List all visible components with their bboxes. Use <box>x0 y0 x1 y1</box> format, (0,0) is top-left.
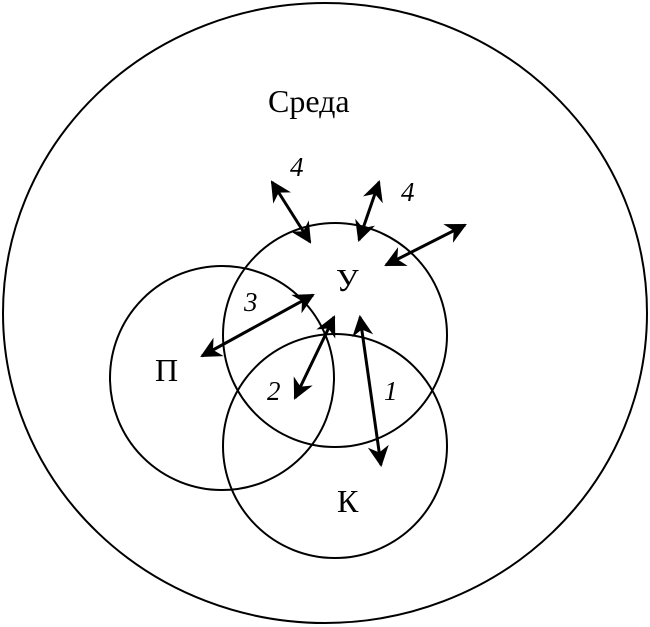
label-k: К <box>337 483 359 519</box>
arrow-4-right <box>355 180 383 242</box>
arrow-1 <box>352 314 389 468</box>
link-label-1: 1 <box>384 376 398 406</box>
label-p: П <box>155 352 178 388</box>
link-label-4-left: 4 <box>290 152 304 182</box>
arrow-4-left <box>270 180 312 244</box>
circle-p <box>109 265 335 491</box>
arrow-3 <box>200 293 315 358</box>
arrow-2 <box>293 315 336 400</box>
environment-label: Среда <box>268 83 350 119</box>
link-label-3: 3 <box>243 287 258 317</box>
label-u: У <box>336 262 359 298</box>
link-label-4-right: 4 <box>401 177 415 207</box>
arrow-env-u-right <box>384 223 467 267</box>
link-label-2: 2 <box>267 376 281 406</box>
arrows <box>200 180 467 468</box>
